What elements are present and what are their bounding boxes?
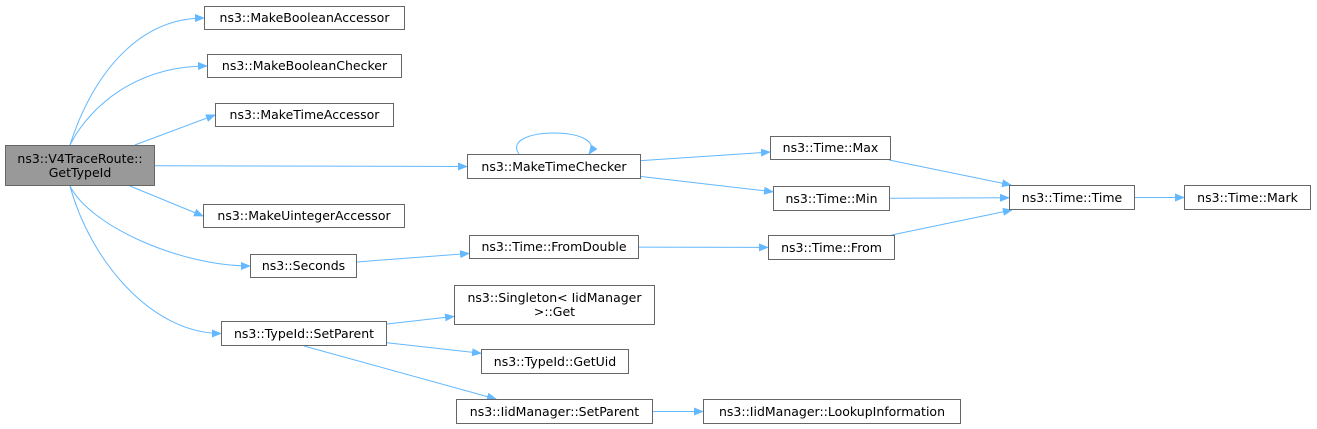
edge-root-to-make_boolean_checker: [69, 62, 208, 146]
edge-typeid_set_parent-to-singleton_get: [386, 313, 455, 325]
node-make-boolean-checker[interactable]: ns3::MakeBooleanChecker: [207, 54, 402, 78]
node-v4traceroute-gettypeid: ns3::V4TraceRoute:: GetTypeId: [5, 145, 155, 186]
node-singleton-iidmanager-get[interactable]: ns3::Singleton< IidManager >::Get: [454, 285, 655, 325]
edge-make_time_checker-to-make_time_checker: [516, 132, 598, 155]
edge-seconds-to-time_from_double: [356, 250, 470, 263]
node-seconds[interactable]: ns3::Seconds: [250, 254, 357, 278]
edge-root-to-make_uinteger_accessor: [129, 185, 204, 217]
node-time-mark[interactable]: ns3::Time::Mark: [1184, 185, 1311, 210]
node-make-time-accessor[interactable]: ns3::MakeTimeAccessor: [215, 103, 394, 127]
node-make-time-checker[interactable]: ns3::MakeTimeChecker: [467, 154, 641, 179]
edge-root-to-make_boolean_accessor: [69, 14, 205, 146]
node-time-min[interactable]: ns3::Time::Min: [773, 186, 890, 211]
edge-time_max-to-time_time: [888, 159, 1012, 188]
node-typeid-set-parent[interactable]: ns3::TypeId::SetParent: [221, 321, 387, 346]
edge-root-to-typeid_set_parent: [69, 185, 222, 338]
edge-typeid_set_parent-to-typeid_get_uid: [386, 342, 482, 357]
node-time-max[interactable]: ns3::Time::Max: [770, 136, 891, 160]
edge-make_time_checker-to-time_max: [640, 148, 771, 162]
node-typeid-get-uid[interactable]: ns3::TypeId::GetUid: [481, 349, 629, 374]
edge-root-to-seconds: [69, 185, 251, 270]
edge-typeid_set_parent-to-iidmanager_set_parent: [303, 345, 497, 401]
node-make-boolean-accessor[interactable]: ns3::MakeBooleanAccessor: [204, 6, 405, 30]
edge-root-to-make_time_accessor: [134, 114, 216, 146]
node-make-uinteger-accessor[interactable]: ns3::MakeUintegerAccessor: [203, 204, 405, 228]
node-time-time[interactable]: ns3::Time::Time: [1009, 185, 1135, 210]
node-iidmanager-lookup-information[interactable]: ns3::IidManager::LookupInformation: [703, 399, 961, 424]
edge-make_time_checker-to-time_min: [640, 176, 774, 195]
node-time-from-double[interactable]: ns3::Time::FromDouble: [469, 235, 639, 259]
node-time-from[interactable]: ns3::Time::From: [768, 235, 895, 260]
edge-root-to-make_time_checker: [154, 162, 468, 171]
node-iidmanager-set-parent[interactable]: ns3::IidManager::SetParent: [456, 399, 653, 424]
edge-time_from-to-time_time: [891, 207, 1013, 236]
